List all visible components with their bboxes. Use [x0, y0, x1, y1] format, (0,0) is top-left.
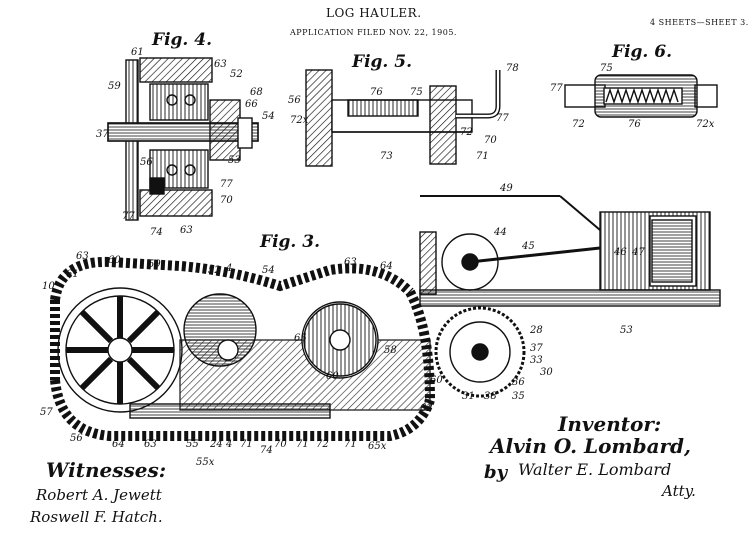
- ref-numeral: 59: [148, 259, 161, 270]
- sheet-number: 4 SHEETS—SHEET 3.: [650, 18, 749, 27]
- inventor-label: Inventor:: [558, 412, 662, 436]
- ref-numeral: 52: [230, 69, 243, 80]
- attorney-by: by: [484, 462, 508, 483]
- ref-numeral: 24: [210, 439, 223, 450]
- ref-numeral: 63: [144, 439, 157, 450]
- ref-numeral: 54: [262, 265, 275, 276]
- ref-numeral: 62: [420, 403, 433, 414]
- ref-numeral: 72x: [696, 119, 715, 130]
- ref-numeral: 68: [250, 87, 263, 98]
- attorney-title: Atty.: [662, 482, 696, 500]
- witness-signature-2: Roswell F. Hatch.: [30, 508, 163, 526]
- ref-numeral: 74: [150, 227, 163, 238]
- ref-numeral: 77: [550, 83, 563, 94]
- ref-numeral: 64: [112, 439, 125, 450]
- ref-numeral: 45: [522, 241, 535, 252]
- ref-numeral: 66: [245, 99, 258, 110]
- ref-numeral: 56: [140, 157, 153, 168]
- ref-numeral: 61: [66, 269, 79, 280]
- ref-numeral: 59: [108, 81, 121, 92]
- ref-numeral: 61: [131, 47, 144, 58]
- patent-title: LOG HAULER.: [326, 6, 422, 20]
- figure-5-caption: Fig. 5.: [352, 52, 412, 72]
- ref-numeral: 28: [530, 325, 543, 336]
- ref-numeral: 55: [186, 439, 199, 450]
- ref-numeral: 55x: [196, 457, 215, 468]
- ref-numeral: 70: [220, 195, 233, 206]
- ref-numeral: 77: [122, 211, 135, 222]
- ref-numeral: 60: [430, 375, 443, 386]
- ref-numeral: 58: [384, 345, 397, 356]
- ref-numeral: 35: [512, 391, 525, 402]
- ref-numeral: 71: [476, 151, 489, 162]
- ref-numeral: 70: [484, 135, 497, 146]
- ref-numeral: 10: [42, 281, 55, 292]
- ref-numeral: 38: [484, 391, 497, 402]
- ref-numeral: 36: [512, 377, 525, 388]
- ref-numeral: 31: [462, 391, 475, 402]
- ref-numeral: 57: [40, 407, 53, 418]
- ref-numeral: 37: [530, 343, 543, 354]
- ref-numeral: 75: [410, 87, 423, 98]
- application-filed-date: APPLICATION FILED NOV. 22, 1905.: [290, 28, 457, 37]
- ref-numeral: 53: [228, 155, 241, 166]
- ref-numeral: 47: [632, 247, 645, 258]
- ref-numeral: 4: [226, 439, 233, 450]
- ref-numeral: 44: [494, 227, 507, 238]
- ref-numeral: 77: [220, 179, 233, 190]
- ref-numeral: 33: [530, 355, 543, 366]
- witness-signature-1: Robert A. Jewett: [36, 486, 162, 504]
- ref-numeral: 52: [208, 265, 221, 276]
- ref-numeral: 78: [506, 63, 519, 74]
- attorney-signature: Walter E. Lombard: [518, 460, 672, 479]
- ref-numeral: 71: [344, 439, 357, 450]
- figure-4-caption: Fig. 4.: [152, 30, 212, 50]
- ref-numeral: 63: [180, 225, 193, 236]
- ref-numeral: 63: [76, 251, 89, 262]
- figure-5-drawing: [305, 69, 501, 167]
- ref-numeral: 4: [226, 263, 233, 274]
- inventor-name: Alvin O. Lombard,: [490, 434, 692, 458]
- figure-3-caption: Fig. 3.: [260, 232, 320, 252]
- ref-numeral: 65: [294, 333, 307, 344]
- ref-numeral: 72x: [290, 115, 309, 126]
- ref-numeral: 73: [380, 151, 393, 162]
- ref-numeral: 60: [326, 371, 339, 382]
- ref-numeral: 49: [500, 183, 513, 194]
- ref-numeral: 53: [620, 325, 633, 336]
- ref-numeral: 65x: [368, 441, 387, 452]
- ref-numeral: 37: [96, 129, 109, 140]
- ref-numeral: 76: [370, 87, 383, 98]
- ref-numeral: 60: [108, 255, 121, 266]
- ref-numeral: 74: [260, 445, 273, 456]
- figure-6-drawing: [564, 74, 718, 118]
- ref-numeral: 71: [296, 439, 309, 450]
- ref-numeral: 54: [262, 111, 275, 122]
- ref-numeral: 56: [288, 95, 301, 106]
- ref-numeral: 76: [628, 119, 641, 130]
- ref-numeral: 77: [496, 113, 509, 124]
- ref-numeral: 70: [274, 439, 287, 450]
- ref-numeral: 64: [380, 261, 393, 272]
- figure-6-caption: Fig. 6.: [612, 42, 672, 62]
- figure-3-drawing: [50, 195, 721, 441]
- ref-numeral: 72: [316, 439, 329, 450]
- ref-numeral: 56: [70, 433, 83, 444]
- ref-numeral: 75: [600, 63, 613, 74]
- ref-numeral: 63: [214, 59, 227, 70]
- witnesses-label: Witnesses:: [46, 458, 167, 482]
- ref-numeral: 71: [240, 439, 253, 450]
- ref-numeral: 72: [460, 127, 473, 138]
- ref-numeral: 72: [572, 119, 585, 130]
- ref-numeral: 63: [344, 257, 357, 268]
- ref-numeral: 30: [540, 367, 553, 378]
- figure-4-drawing: [107, 57, 259, 221]
- ref-numeral: 46: [614, 247, 627, 258]
